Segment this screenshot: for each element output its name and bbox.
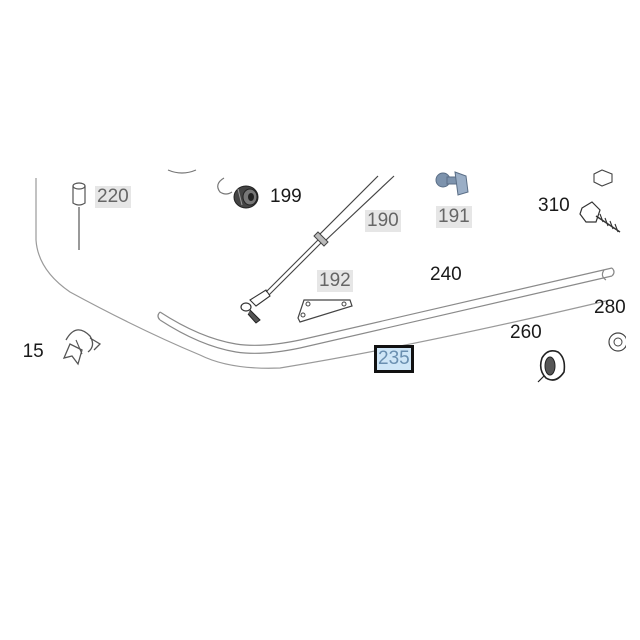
label-220[interactable]: 220 <box>95 186 131 208</box>
label-280[interactable]: 280 <box>594 297 626 318</box>
label-260[interactable]: 260 <box>510 322 542 343</box>
part-315-clip-icon[interactable] <box>62 329 102 366</box>
part-310-screw-icon[interactable] <box>579 201 621 233</box>
label-235-selected[interactable]: 235 <box>374 345 414 373</box>
label-240[interactable]: 240 <box>430 264 462 285</box>
part-260-bumper-icon[interactable] <box>537 350 566 383</box>
part-191-ball-stud-icon[interactable] <box>435 171 469 196</box>
part-240-fitting[interactable] <box>601 269 607 281</box>
partial-hook-icon <box>217 177 233 195</box>
label-192[interactable]: 192 <box>317 270 353 292</box>
label-310[interactable]: 310 <box>538 195 570 216</box>
label-199[interactable]: 199 <box>270 186 302 207</box>
part-190-gas-strut[interactable] <box>240 175 395 324</box>
left-crop-mask <box>0 330 24 370</box>
label-191[interactable]: 191 <box>436 206 472 228</box>
body-outline <box>35 178 611 369</box>
part-220-pin-icon[interactable] <box>72 182 86 250</box>
part-280-cap-icon[interactable] <box>608 332 628 352</box>
right-crop-mask <box>626 160 640 400</box>
label-190[interactable]: 190 <box>365 210 401 232</box>
part-192-bracket-icon[interactable] <box>297 299 353 323</box>
part-235-tube[interactable] <box>157 267 615 354</box>
part-199-grommet-icon[interactable] <box>233 185 259 209</box>
partial-nut-icon <box>593 169 613 187</box>
partial-part-top <box>167 169 197 174</box>
